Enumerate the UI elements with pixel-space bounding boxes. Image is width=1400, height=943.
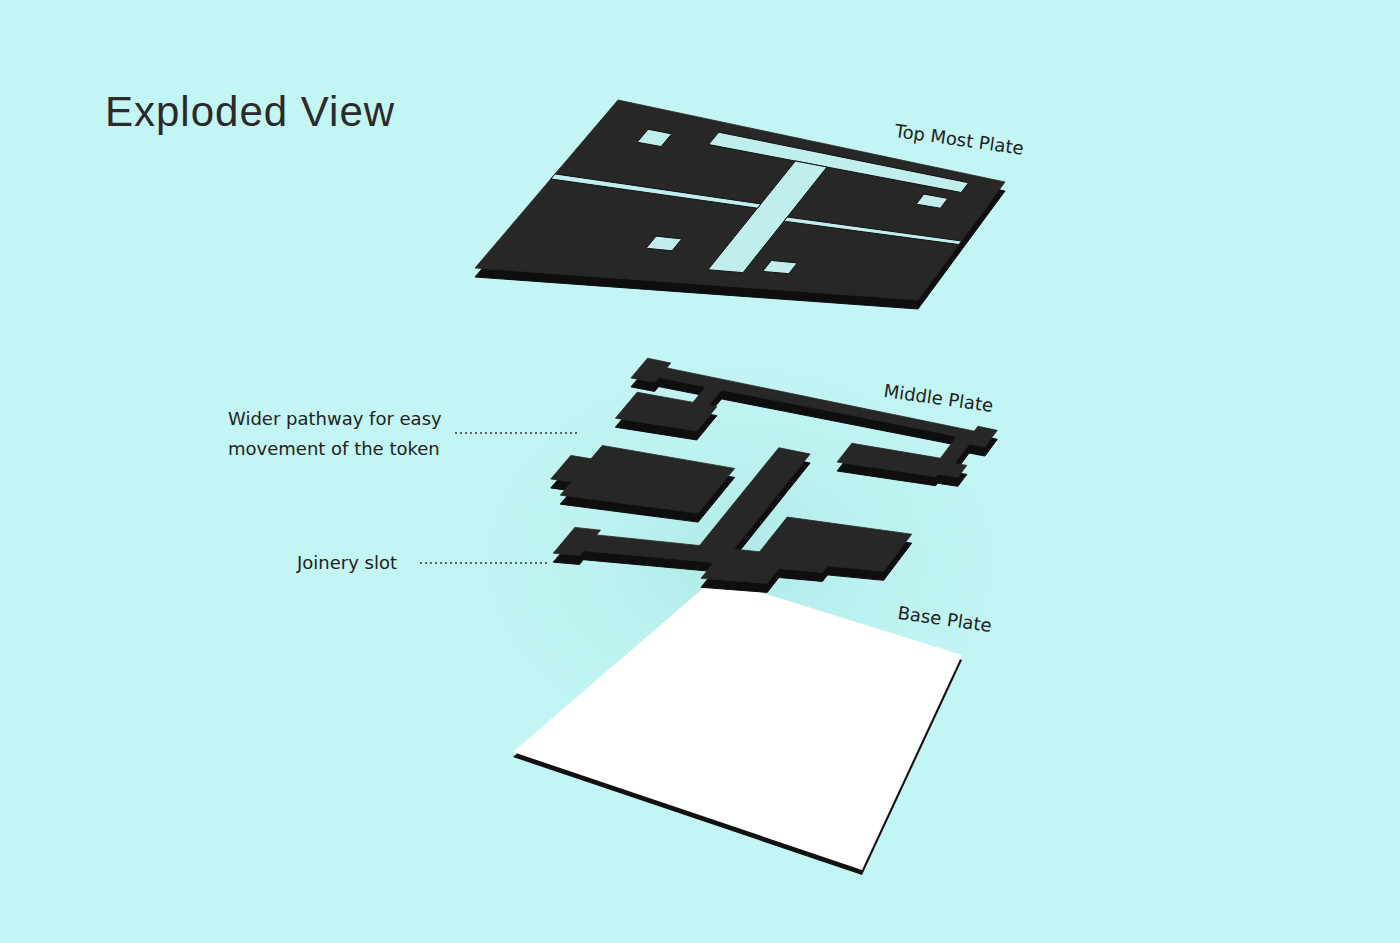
plate-cutout (551, 174, 761, 208)
plate-face (937, 462, 966, 477)
plate-cutout (708, 161, 827, 273)
title: Exploded View (105, 88, 395, 136)
plate-face (551, 455, 591, 481)
plate-cutout (646, 236, 682, 251)
part-name: Middle Plate (882, 376, 995, 421)
callout-note: Wider pathway for easy movement of the t… (228, 404, 450, 464)
plate-face (693, 387, 722, 405)
plate-face (553, 527, 600, 555)
plate-face (560, 445, 734, 513)
plate-face (701, 563, 779, 584)
plate-face (837, 443, 948, 476)
plates (475, 100, 1005, 875)
plate-cutout (637, 129, 672, 146)
leader-line (420, 562, 548, 564)
plate-face (754, 517, 912, 571)
plate-face (615, 392, 716, 431)
plate-cutout (763, 260, 798, 273)
plate-face (631, 358, 671, 382)
plate-cutout (784, 217, 962, 244)
plate-cutout (916, 194, 948, 208)
leader-line (455, 432, 580, 434)
white-board (513, 578, 962, 870)
middle-plate (615, 358, 997, 486)
plate-face (965, 426, 997, 447)
part-name: Top Most Plate (893, 116, 1026, 164)
part-name: Base Plate (896, 598, 994, 641)
callout-note: Joinery slot (297, 548, 397, 578)
